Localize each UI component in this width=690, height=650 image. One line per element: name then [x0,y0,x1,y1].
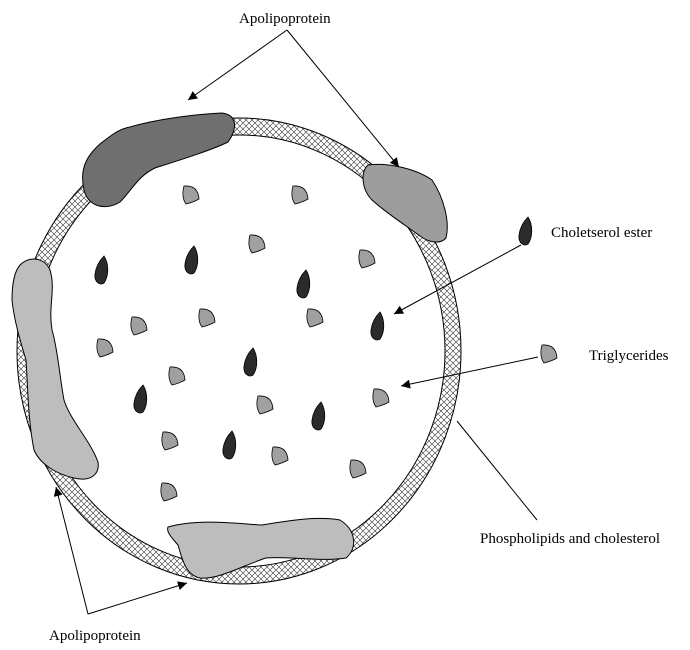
triglyceride-molecule [257,396,273,414]
triglyceride-molecule [183,186,199,204]
cholesterol-ester-molecule [312,402,325,430]
apolipoprotein-bottom-arrow-right [88,583,187,614]
cholesterol-ester-molecule [95,256,108,284]
triglyceride-molecule [161,483,177,501]
triglycerides-label: Triglycerides [589,348,669,364]
triglyceride-molecule [307,309,323,327]
triglyceride-molecule [131,317,147,335]
triglyceride-molecule [199,309,215,327]
triglyceride-molecule [359,250,375,268]
triglyceride-molecule [350,460,366,478]
apolipoprotein-bottom-label: Apolipoprotein [49,628,141,644]
triglyceride-molecule [249,235,265,253]
apolipoprotein-top-left [83,113,235,207]
triglyceride-molecule [97,339,113,357]
cholesterol-ester-legend-icon [519,217,532,245]
triglyceride-molecule [373,389,389,407]
cholesterol-ester-molecule [134,385,147,413]
cholesterol-ester-molecule [244,348,257,376]
triglyceride-molecule [162,432,178,450]
phospholipids-label: Phospholipids and cholesterol [480,531,660,547]
cholesterol-ester-molecule [185,246,198,274]
triglyceride-molecule [169,367,185,385]
phospholipids-leader-line [457,421,537,520]
cholesterol-ester-arrow [394,245,521,314]
apolipoprotein-top-right [363,164,447,242]
apolipoprotein-top-arrow-left [188,30,287,100]
triglyceride-legend-icon [541,345,557,363]
cholesterol-ester-molecule [371,312,384,340]
cholesterol-ester-molecule [223,431,236,459]
triglycerides-arrow [401,357,538,386]
triglyceride-molecule [272,447,288,465]
cholesterol-ester-label: Choletserol ester [551,225,652,241]
apolipoprotein-top-label: Apolipoprotein [239,11,331,27]
triglyceride-molecule [292,186,308,204]
cholesterol-ester-molecule [297,270,310,298]
